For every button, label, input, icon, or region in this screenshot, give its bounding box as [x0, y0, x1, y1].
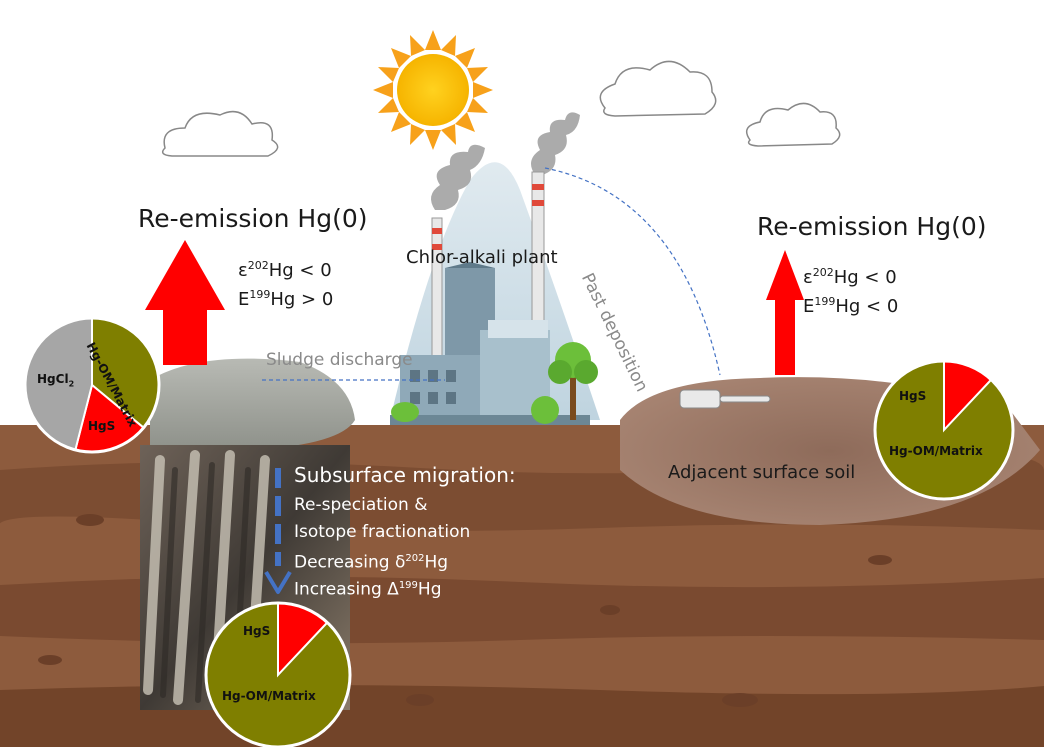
cloud-icon-top-right [599, 60, 717, 117]
soil-core-photo [140, 445, 350, 710]
isotope-epsilon-right: ε202Hg < 0 [803, 266, 897, 288]
pie-right-label-hgs: HgS [899, 389, 927, 403]
reemission-arrow-right [766, 250, 804, 375]
migration-title: Subsurface migration: [294, 463, 516, 487]
pie-bottom-outline [204, 601, 352, 747]
migration-line-delta202: Decreasing δ202Hg [294, 552, 449, 573]
migration-arrow-icon [264, 468, 292, 594]
migration-line-respeciation: Re-speciation & [294, 495, 428, 515]
reemission-title-left: Re-emission Hg(0) [138, 204, 368, 233]
tree-icon [548, 342, 598, 420]
pie-bottom-label-hgs: HgS [243, 624, 271, 638]
pie-right-label-matrix: Hg-OM/Matrix [889, 444, 983, 458]
plant-label: Chlor-alkali plant [406, 247, 558, 268]
chlor-alkali-plant-icon [390, 171, 590, 425]
pie-left-label-hgs: HgS [88, 419, 116, 433]
sampling-tool-icon [679, 389, 771, 409]
pie-chart-bottom [204, 601, 352, 747]
bush-icon [391, 396, 559, 424]
pie-chart-right [873, 359, 1015, 501]
isotope-e199-right: E199Hg < 0 [803, 295, 899, 317]
pie-left-outline [23, 316, 161, 454]
sludge-surface [150, 358, 355, 450]
isotope-e199-left: E199Hg > 0 [238, 288, 334, 310]
cloud-icon-left [161, 110, 279, 157]
cloud-icon-right [745, 102, 841, 147]
isotope-epsilon-left: ε202Hg < 0 [238, 259, 332, 281]
pie-chart-left [23, 316, 161, 454]
adjacent-soil-label: Adjacent surface soil [668, 462, 856, 483]
pie-right-outline [873, 359, 1015, 501]
sludge-discharge-label: Sludge discharge [266, 350, 413, 370]
sun-icon [373, 30, 493, 150]
migration-line-delta199: Increasing Δ199Hg [294, 579, 442, 600]
pie-bottom-label-matrix: Hg-OM/Matrix [222, 689, 316, 703]
migration-line-fractionation: Isotope fractionation [294, 522, 471, 542]
smoke-plume [431, 112, 580, 210]
pie-left-label-hgcl2: HgCl2 [37, 372, 75, 389]
reemission-arrow-left [145, 240, 225, 365]
reemission-title-right: Re-emission Hg(0) [757, 212, 987, 241]
